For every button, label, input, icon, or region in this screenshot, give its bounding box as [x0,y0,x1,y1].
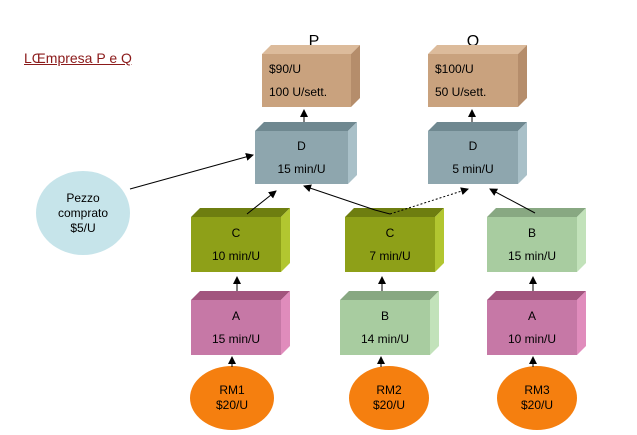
operation-b-1-face: B 15 min/U [487,217,577,272]
box-side-face [281,291,290,355]
box-side-face [351,45,360,107]
operation-a-2: A 10 min/U [487,291,586,355]
product-p-price: $90/U [269,62,302,77]
raw-material-rm3-cost: $20/U [520,398,554,412]
operation-b-2-label: B [380,308,389,323]
box-top-face [345,208,444,217]
operation-b-2: B 14 min/U [340,291,439,355]
box-side-face [435,208,444,272]
operation-c-1-face: C 10 min/U [191,217,281,272]
operation-b-2-face: B 14 min/U [340,300,430,355]
operation-d-p-label: D [297,139,306,154]
operation-b-1-time: 15 min/U [507,249,557,264]
box-top-face [487,208,586,217]
box-top-face [191,208,290,217]
product-p-demand: 100 U/sett. [269,84,328,99]
box-depth-faces [262,45,360,107]
box-side-face [577,208,586,272]
operation-d-p-time: 15 min/U [277,161,326,176]
box-side-face [430,291,439,355]
operation-c-1-label: C [231,225,241,240]
product-q-price: $100/U [435,62,474,77]
operation-b-1-label: B [527,225,536,240]
operation-d-q-label: D [468,139,478,154]
box-top-face [487,291,586,300]
box-side-face [518,122,527,184]
raw-material-rm1: RM1 $20/U [190,366,274,430]
product-q-demand: 50 U/sett. [435,84,487,99]
purchased-part-line2: comprato [57,205,109,220]
box-top-face [191,291,290,300]
operation-b-2-time: 14 min/U [360,332,410,347]
operation-d-q-face: D 5 min/U [428,131,518,184]
box-side-face [348,122,357,184]
operation-a-1-face: A 15 min/U [191,300,281,355]
operation-c-1: C 10 min/U [191,208,290,272]
product-q-face: $100/U 50 U/sett. [428,54,518,107]
operation-a-2-face: A 10 min/U [487,300,577,355]
operation-c-1-time: 10 min/U [211,249,261,264]
box-side-face [577,291,586,355]
operation-c-2-face: C 7 min/U [345,217,435,272]
box-depth-faces [340,291,439,355]
box-depth-faces [191,291,290,355]
operation-c-2: C 7 min/U [345,208,444,272]
raw-material-rm2: RM2 $20/U [349,366,429,430]
box-depth-faces [428,122,527,184]
product-p-letter: P [308,33,320,50]
box-top-face [340,291,439,300]
operation-a-1-time: 15 min/U [211,332,261,347]
box-side-face [281,208,290,272]
operation-c-2-label: C [385,225,395,240]
operation-a-2-time: 10 min/U [507,332,557,347]
box-top-face [262,45,360,54]
raw-material-rm3-label: RM3 [524,383,550,397]
raw-material-rm1-cost: $20/U [215,398,249,412]
purchased-part-price: $5/U [70,220,96,235]
box-top-face [255,122,357,131]
box-depth-faces [487,291,586,355]
raw-material-rm2-label: RM2 [376,383,402,397]
box-side-face [518,45,527,107]
box-top-face [428,45,527,54]
arrow-purchased-to-dp [129,153,254,190]
operation-c-2-time: 7 min/U [369,249,411,264]
purchased-part-node: Pezzo comprato $5/U [36,171,130,255]
operation-a-1-label: A [231,308,240,323]
operation-d-q-time: 5 min/U [452,161,494,176]
raw-material-rm1-label: RM1 [219,383,245,397]
product-p-face: $90/U 100 U/sett. [262,54,351,107]
raw-material-rm2-cost: $20/U [372,398,406,412]
operation-b-1: B 15 min/U [487,208,586,272]
diagram-title: LŒmpresa P e Q [24,50,132,66]
raw-material-rm3: RM3 $20/U [497,366,577,430]
operation-d-q: D 5 min/U [428,122,527,184]
box-depth-faces [428,45,527,107]
operation-a-2-label: A [527,308,536,323]
operation-d-p: D 15 min/U [255,122,357,184]
purchased-part-line1: Pezzo [66,190,100,205]
box-depth-faces [255,122,357,184]
product-q-box: $100/U 50 U/sett. [428,45,527,107]
box-top-face [428,122,527,131]
product-p-box: $90/U 100 U/sett. [262,45,360,107]
operation-d-p-face: D 15 min/U [255,131,348,184]
operation-a-1: A 15 min/U [191,291,290,355]
